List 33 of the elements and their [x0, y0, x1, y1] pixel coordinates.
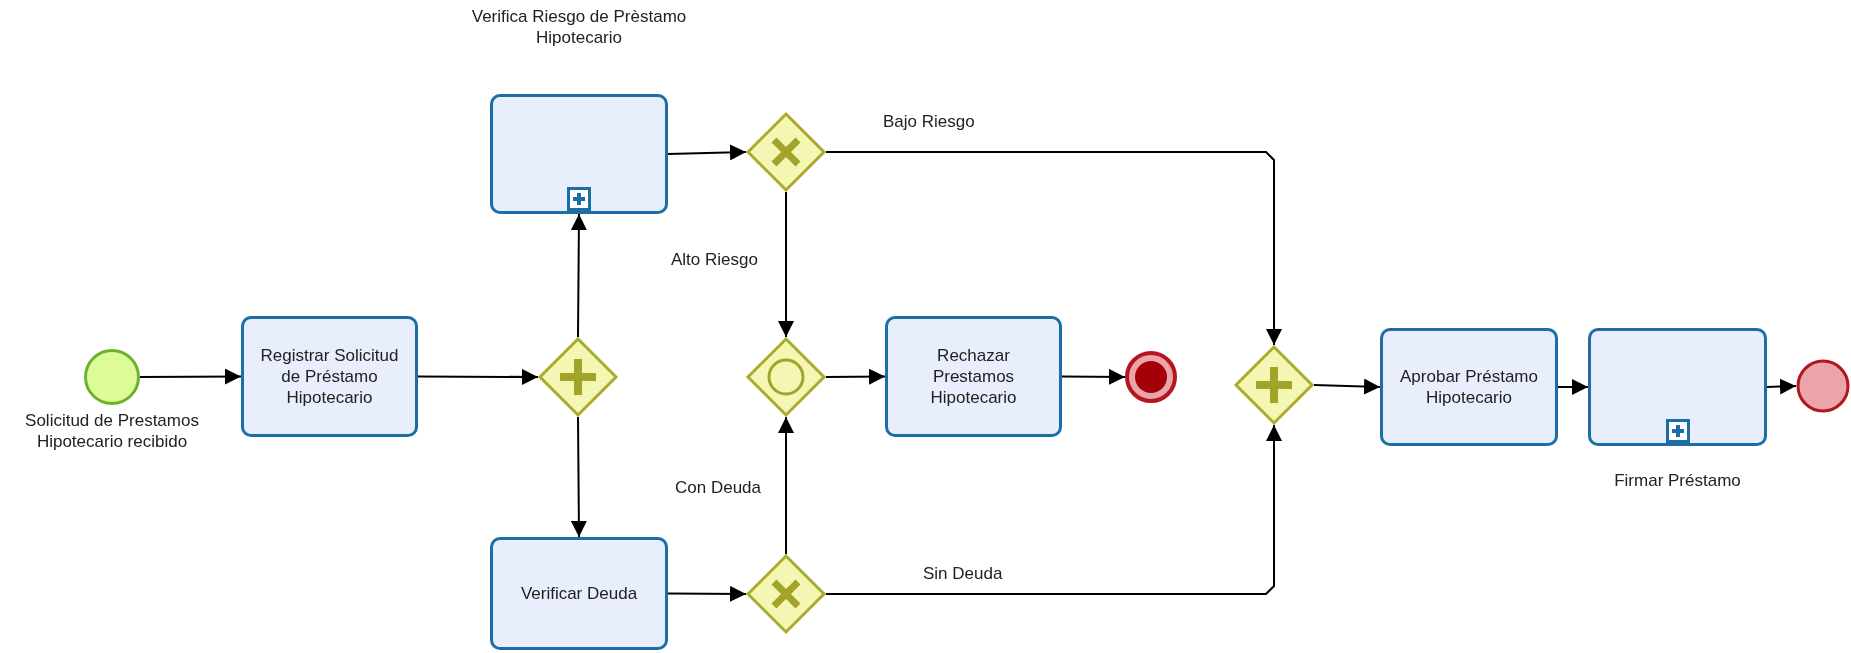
sequence-flow-arrow: [139, 368, 242, 385]
sequence-flow-arrow: [778, 416, 794, 555]
exclusive-gateway: [746, 112, 826, 192]
parallel-gateway: [538, 337, 618, 417]
inclusive-gateway: [746, 337, 826, 417]
event-label: Solicitud de Prestamos Hipotecario recibido: [24, 410, 200, 453]
task-box: Aprobar Préstamo Hipotecario: [1380, 328, 1558, 446]
subprocess-label: Verifica Riesgo de Prèstamo Hipotecario: [470, 6, 688, 49]
sequence-flow-arrow: [417, 368, 539, 385]
sequence-flow-arrow: [667, 585, 747, 602]
task-box: Rechazar Prestamos Hipotecario: [885, 316, 1062, 437]
sequence-flow-arrow: [1061, 368, 1126, 385]
exclusive-gateway: [746, 554, 826, 634]
sequence-flow-arrow: [1313, 378, 1381, 395]
sequence-flow-arrow: [825, 151, 1282, 346]
subprocess-label: Firmar Préstamo: [1613, 470, 1742, 492]
subprocess-box: [490, 94, 668, 214]
sequence-flow-arrow: [1557, 379, 1589, 395]
sequence-flow-arrow: [1766, 378, 1797, 395]
sequence-flow-arrow: [825, 368, 886, 385]
parallel-gateway: [1234, 345, 1314, 425]
task-box: Registrar Solicitud de Préstamo Hipotecario: [241, 316, 418, 437]
subprocess-box: [1588, 328, 1767, 446]
sequence-flow-arrow: [778, 191, 794, 338]
sequence-flow-arrow: [570, 213, 587, 338]
sequence-flow-arrow: [667, 144, 747, 161]
sequence-flow-arrow: [825, 424, 1282, 595]
task-box: Verificar Deuda: [490, 537, 668, 650]
sequence-flow-arrow: [570, 416, 587, 538]
edge-label: Alto Riesgo: [668, 250, 761, 270]
start-event: [84, 349, 140, 405]
end-event: [1125, 351, 1177, 403]
end-event: [1796, 358, 1850, 414]
